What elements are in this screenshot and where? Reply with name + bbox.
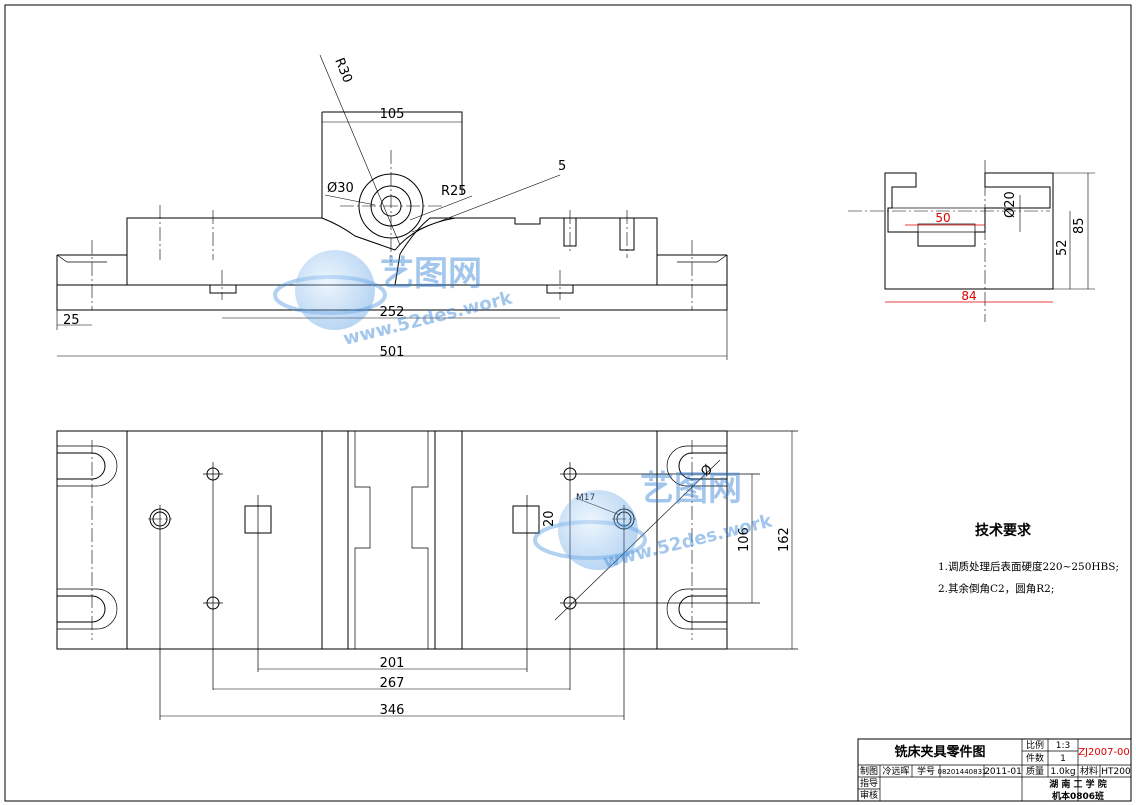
tech-item-2: 2.其余倒角C2，圆角R2; bbox=[938, 582, 1054, 595]
dim-201: 201 bbox=[380, 656, 405, 671]
dim-phi30: Ø30 bbox=[327, 181, 354, 196]
student-no: 08201440831 bbox=[938, 768, 987, 776]
tech-title: 技术要求 bbox=[975, 522, 1032, 539]
designer-name: 冷远晖 bbox=[882, 765, 909, 777]
qty-label: 件数 bbox=[1026, 752, 1044, 764]
material-value: HT200 bbox=[1101, 767, 1131, 777]
dim-25: 25 bbox=[63, 313, 80, 328]
scale-value: 1:3 bbox=[1056, 741, 1070, 751]
dim-r30: R30 bbox=[331, 56, 354, 85]
class-name: 机本0806班 bbox=[1052, 790, 1104, 802]
designer-label: 制图 bbox=[860, 765, 878, 777]
watermark-cn: 艺图网 bbox=[640, 469, 742, 509]
dim-52: 52 bbox=[1055, 239, 1070, 256]
watermark-logo-icon bbox=[295, 250, 375, 330]
dim-267: 267 bbox=[380, 676, 405, 691]
weight-value: 1.0kg bbox=[1050, 767, 1075, 777]
school-name: 湖 南 工 学 院 bbox=[1049, 778, 1107, 790]
watermark-cn: 艺图网 bbox=[380, 254, 482, 294]
dim-50: 50 bbox=[935, 211, 950, 225]
material-label: 材料 bbox=[1080, 765, 1098, 777]
front-view: 105 R30 Ø30 R25 5 25 252 501 bbox=[56, 54, 728, 360]
dim-r25: R25 bbox=[441, 184, 467, 199]
drawing-no: ZJ2007-00 bbox=[1078, 747, 1130, 758]
qty-value: 1 bbox=[1060, 754, 1066, 764]
dim-105: 105 bbox=[380, 107, 405, 122]
tech-requirements: 技术要求 1.调质处理后表面硬度220~250HBS; 2.其余倒角C2，圆角R… bbox=[938, 522, 1119, 595]
guide-label: 指导 bbox=[860, 777, 878, 789]
dim-106: 106 bbox=[737, 527, 752, 552]
drawing-name: 铣床夹具零件图 bbox=[894, 744, 985, 760]
dim-252: 252 bbox=[380, 305, 405, 320]
dim-162: 162 bbox=[777, 527, 792, 552]
dim-85: 85 bbox=[1072, 217, 1087, 234]
weight-label: 质量 bbox=[1026, 765, 1044, 777]
watermark-2: 艺图网 www.52des.work bbox=[533, 469, 775, 573]
review-label: 审核 bbox=[860, 789, 878, 801]
dim-501: 501 bbox=[380, 345, 405, 360]
student-no-label: 学号 bbox=[917, 765, 935, 777]
dim-phi20: Ø20 bbox=[1003, 191, 1018, 218]
watermark-logo-icon bbox=[558, 490, 638, 570]
side-view: 50 84 Ø20 52 85 bbox=[848, 160, 1095, 322]
dim-84: 84 bbox=[961, 289, 976, 303]
tech-item-1: 1.调质处理后表面硬度220~250HBS; bbox=[938, 560, 1119, 573]
drawing-border bbox=[4, 4, 1132, 802]
dim-20: 20 bbox=[542, 510, 557, 527]
dim-5: 5 bbox=[558, 159, 566, 174]
title-block: 铣床夹具零件图 比例 1:3 件数 1 ZJ2007-00 制图 冷远晖 学号 … bbox=[857, 738, 1132, 802]
dim-346: 346 bbox=[380, 703, 405, 718]
date: 2011-01 bbox=[984, 767, 1022, 777]
watermark-1: 艺图网 www.52des.work bbox=[273, 250, 515, 350]
scale-label: 比例 bbox=[1026, 739, 1044, 751]
